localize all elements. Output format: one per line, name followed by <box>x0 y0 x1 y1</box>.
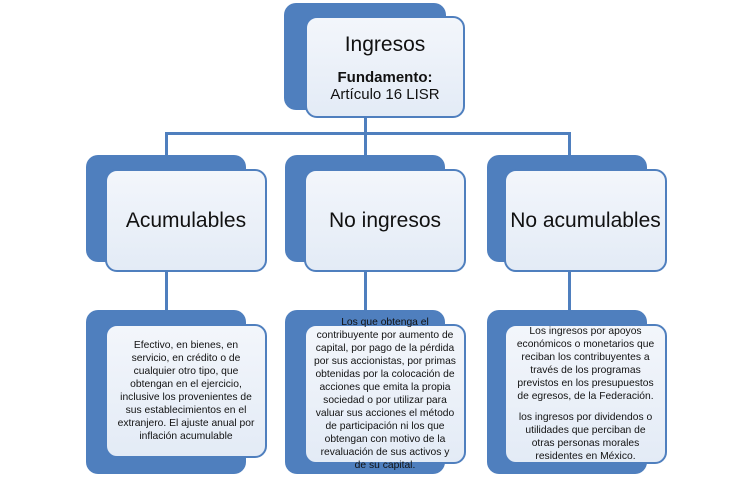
connector-to-no-acumulables <box>568 132 571 156</box>
category-box: Acumulables <box>105 169 267 272</box>
detail-text: Los ingresos por apoyos económicos o mon… <box>516 326 655 402</box>
connector-acumulables-down <box>165 272 168 310</box>
detail-text: Los que obtenga el contribuyente por aum… <box>314 317 456 471</box>
fundamento-value: Artículo 16 LISR <box>330 86 440 103</box>
fundamento-label: Fundamento: <box>337 69 433 86</box>
connector-no-acumulables-down <box>568 272 571 310</box>
connector-horizontal <box>165 132 571 135</box>
connector-to-acumulables <box>165 132 168 156</box>
detail-box: Efectivo, en bienes, en servicio, en cré… <box>105 324 267 458</box>
root-node-box: Ingresos Fundamento: Artículo 16 LISR <box>305 16 465 118</box>
detail-box: Los ingresos por apoyos económicos o mon… <box>504 324 667 464</box>
category-box: No ingresos <box>304 169 466 272</box>
connector-no-ingresos-down <box>364 272 367 310</box>
category-title: No ingresos <box>328 208 442 232</box>
detail-text: los ingresos por dividendos o utilidades… <box>518 412 653 462</box>
category-title: No acumulables <box>510 208 661 232</box>
connector-to-no-ingresos <box>364 132 367 156</box>
connector-root-down <box>364 110 367 134</box>
detail-text: Efectivo, en bienes, en servicio, en cré… <box>117 340 255 442</box>
category-box: No acumulables <box>504 169 667 272</box>
category-title: Acumulables <box>125 208 247 232</box>
root-title: Ingresos <box>344 33 426 56</box>
detail-box: Los que obtenga el contribuyente por aum… <box>304 317 466 471</box>
